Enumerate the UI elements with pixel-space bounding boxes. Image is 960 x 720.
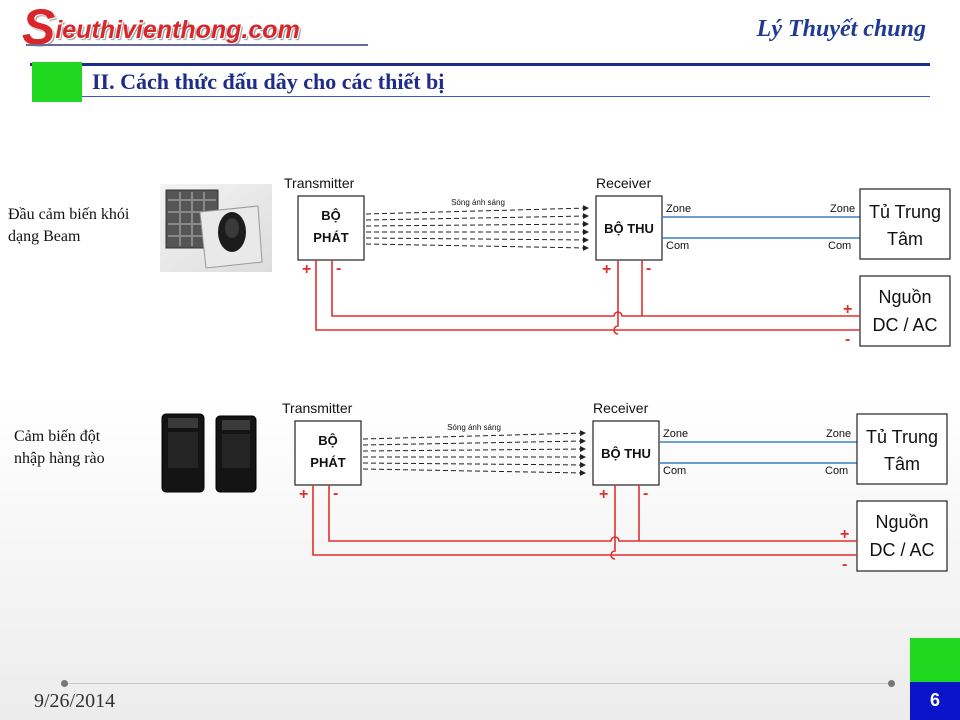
- slide-title: II. Cách thức đấu dây cho các thiết bị: [92, 69, 445, 94]
- device-2-com-label-left: Com: [663, 465, 686, 477]
- device-1-label: Đầu cảm biến khói dạng Beam: [8, 204, 129, 248]
- device-1-power-line2: DC / AC: [872, 315, 937, 335]
- device-2-panel-line2: Tâm: [884, 454, 920, 474]
- device-2-psu-plus: +: [840, 526, 849, 543]
- device-2-power-box: [856, 500, 948, 572]
- logo-text: ieuthivienthong.com: [55, 16, 300, 44]
- device-2-tx-plus: +: [299, 486, 308, 503]
- device-2-power-wiring: [312, 485, 857, 560]
- device-2-rx-minus: -: [643, 485, 648, 502]
- device-2-transmitter-line2: PHÁT: [310, 455, 345, 470]
- device-1-receiver-box: [595, 195, 663, 261]
- device-2-psu-minus: -: [842, 556, 847, 573]
- device-2-transmitter-caption: Transmitter: [282, 400, 353, 416]
- page-green-block: [910, 638, 960, 682]
- device-2-transmitter-line1: BỘ: [318, 433, 338, 448]
- device-2-power-line1: Nguồn: [875, 512, 928, 532]
- device-2-zone-label-left: Zone: [663, 428, 688, 440]
- device-2-label-line2: nhập hàng rào: [14, 450, 105, 467]
- device-2-receiver-box: [592, 420, 660, 486]
- device-1-transmitter-line2: PHÁT: [313, 230, 348, 245]
- device-2-diagram: Transmitter Receiver BỘ PHÁT BỘ THU Sóng…: [161, 400, 948, 573]
- device-2-power-line2: DC / AC: [869, 540, 934, 560]
- device-2-transmitter-box: [294, 420, 362, 486]
- device-1-rx-plus: +: [602, 261, 611, 278]
- device-1-receiver-text: BỘ THU: [604, 221, 654, 236]
- device-2-label: Cảm biến đột nhập hàng rào: [14, 426, 105, 470]
- device-1-label-line1: Đầu cảm biến khói: [8, 206, 130, 223]
- device-2-light-beams: [362, 430, 586, 476]
- device-2-control-panel-box: [856, 413, 948, 485]
- beam-detector-photo: [160, 184, 272, 272]
- device-1-receiver-caption: Receiver: [596, 175, 652, 191]
- device-2-com-label-right: Com: [825, 465, 848, 477]
- device-1-power-line1: Nguồn: [878, 287, 931, 307]
- device-1-rx-minus: -: [646, 260, 651, 277]
- header-rule: [30, 63, 930, 66]
- device-2-label-line1: Cảm biến đột: [14, 428, 101, 445]
- device-1-label-line2: dạng Beam: [8, 228, 81, 245]
- device-2-tx-minus: -: [333, 485, 338, 502]
- device-1-tx-plus: +: [302, 261, 311, 278]
- logo-underline: [26, 44, 368, 46]
- title-green-square: [32, 62, 82, 102]
- device-1-com-label-left: Com: [666, 240, 689, 252]
- device-1-psu-minus: -: [845, 331, 850, 348]
- device-2-beam-label: Sóng ánh sáng: [447, 423, 501, 432]
- device-1-panel-line2: Tâm: [887, 229, 923, 249]
- device-2-panel-line1: Tủ Trung: [866, 427, 938, 447]
- fence-sensor-photo: [161, 413, 257, 493]
- footer-dot-left: [61, 680, 68, 687]
- device-1-psu-plus: +: [843, 301, 852, 318]
- device-1-power-wiring: [315, 260, 860, 335]
- site-logo: Sieuthivienthong.com: [22, 2, 300, 52]
- device-2-rx-plus: +: [599, 486, 608, 503]
- device-2-receiver-caption: Receiver: [593, 400, 649, 416]
- logo-first-letter: S: [22, 0, 56, 55]
- header-section-label: Lý Thuyết chung: [756, 16, 926, 42]
- device-1-diagram: Transmitter Receiver BỘ PHÁT BỘ THU Sóng…: [160, 175, 951, 348]
- device-1-transmitter-box: [297, 195, 365, 261]
- device-1-control-panel-box: [859, 188, 951, 260]
- device-1-light-beams: [365, 205, 589, 251]
- footer-line: [62, 683, 894, 684]
- device-1-com-label-right: Com: [828, 240, 851, 252]
- device-1-panel-line1: Tủ Trung: [869, 202, 941, 222]
- slide-date: 9/26/2014: [34, 690, 116, 712]
- device-1-beam-label: Sóng ánh sáng: [451, 198, 505, 207]
- device-1-zone-label-left: Zone: [666, 203, 691, 215]
- device-1-power-box: [859, 275, 951, 347]
- footer-dot-right: [888, 680, 895, 687]
- device-1-transmitter-caption: Transmitter: [284, 175, 355, 191]
- device-1-tx-minus: -: [336, 260, 341, 277]
- title-rule: [82, 96, 930, 97]
- device-1-transmitter-line1: BỘ: [321, 208, 341, 223]
- page-number: 6: [910, 682, 960, 720]
- device-2-zone-label-right: Zone: [826, 428, 851, 440]
- device-2-receiver-text: BỘ THU: [601, 446, 651, 461]
- device-1-zone-label-right: Zone: [830, 203, 855, 215]
